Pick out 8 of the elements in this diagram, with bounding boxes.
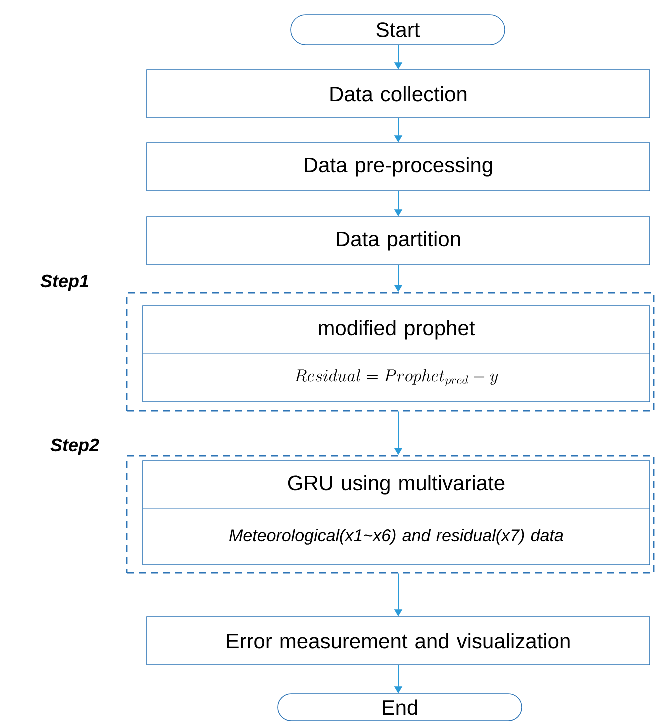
process-box: Data partition [146,216,650,266]
step-label: Step1 [40,274,89,292]
step-label: Step2 [50,438,100,456]
process-box: Data collection [146,70,650,118]
process-box: Data pre-processing [146,142,650,192]
process-box: Error measurement and visualization [146,616,650,666]
process-box: modified prophet $Residual = Prophet_{pred} - y$ [142,306,650,402]
process-box: GRU using multivariate Meteorological(x1~x6) and residual(x7) data [142,460,650,566]
